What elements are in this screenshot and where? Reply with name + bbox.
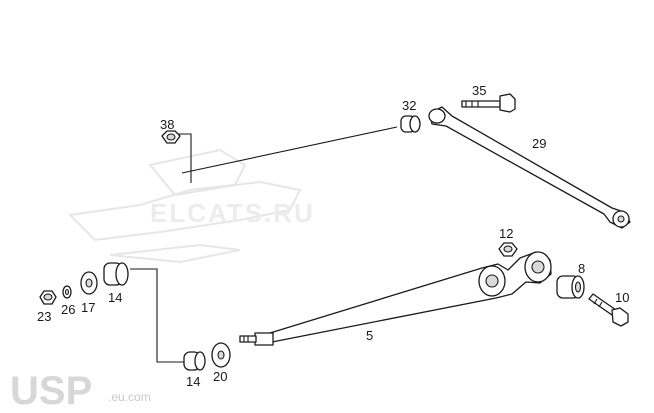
- control-arm-5: [239, 251, 552, 346]
- bolt-10: [588, 293, 629, 327]
- bushing-32: [400, 115, 421, 133]
- label-23: 23: [37, 309, 51, 324]
- bushing-8: [556, 275, 585, 299]
- nut-23: [39, 290, 57, 305]
- label-17: 17: [81, 300, 95, 315]
- disc-17: [80, 271, 98, 295]
- bolt-35: [461, 93, 516, 113]
- label-29: 29: [532, 136, 546, 151]
- label-32: 32: [402, 98, 416, 113]
- label-26: 26: [61, 302, 75, 317]
- logo-brand: USP: [10, 369, 92, 413]
- disc-20: [211, 342, 231, 368]
- leader-lines: [130, 126, 398, 363]
- label-14-upper: 14: [108, 290, 122, 305]
- label-12: 12: [499, 226, 513, 241]
- strut-rod-29: [428, 106, 631, 229]
- washer-26: [62, 285, 72, 299]
- bushing-14-lower: [183, 351, 206, 371]
- label-38: 38: [160, 117, 174, 132]
- label-35: 35: [472, 83, 486, 98]
- label-14-lower: 14: [186, 374, 200, 389]
- nut-12: [498, 242, 518, 257]
- label-8: 8: [578, 261, 585, 276]
- bushing-14-upper: [103, 262, 129, 286]
- logo-domain: .eu.com: [108, 390, 151, 404]
- label-20: 20: [213, 369, 227, 384]
- watermark-sketch: ELCATS.RU: [67, 148, 315, 264]
- label-10: 10: [615, 290, 629, 305]
- part-labels: 38 32 35 29 12 8 10 5 23 26 17 14 14 20: [37, 83, 629, 389]
- watermark-text: ELCATS.RU: [150, 198, 315, 228]
- label-5: 5: [366, 328, 373, 343]
- nut-38: [161, 130, 181, 144]
- brand-logo: USP .eu.com: [10, 369, 151, 413]
